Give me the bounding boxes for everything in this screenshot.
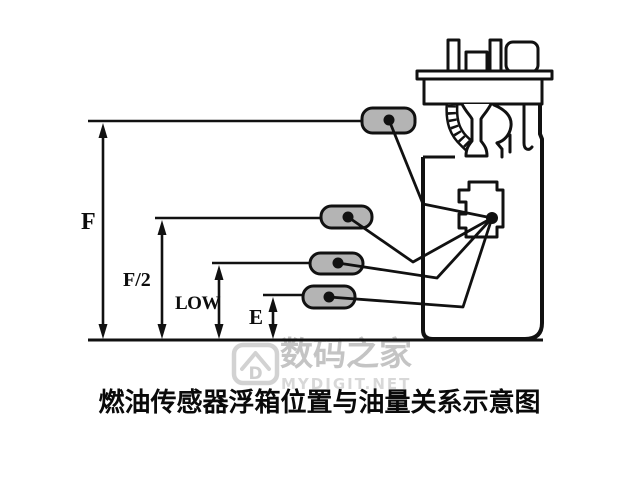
arrow-head-up-icon (214, 265, 224, 280)
arrow-head-up-icon (268, 297, 278, 312)
arrow-head-up-icon (98, 123, 108, 138)
float-pivot-dot (323, 291, 335, 303)
level-label-f: F (81, 209, 96, 235)
float-pivot-dot (383, 114, 395, 126)
watermark-domain-text: MYDIGIT.NET (281, 375, 412, 393)
pump-upper-body (422, 77, 544, 106)
arrow-head-down-icon (214, 324, 224, 339)
pump-inlet-icon (492, 103, 534, 159)
arrow-head-down-icon (98, 324, 108, 339)
float-pivot-dot (342, 211, 354, 223)
sender-pivot-dot (486, 212, 498, 224)
float-positions (301, 106, 498, 310)
level-label-f2: F/2 (123, 269, 151, 291)
float-link-line-2 (337, 217, 494, 280)
measurement-arrows (88, 119, 543, 342)
float-link-line-0 (387, 119, 493, 220)
level-label-low: LOW (175, 293, 220, 314)
watermark-brand-text: 数码之家 (280, 334, 412, 373)
arrow-head-down-icon (268, 324, 278, 339)
arrow-head-up-icon (157, 220, 167, 235)
float-link-line-3 (328, 217, 494, 309)
watermark-logo-icon: D (231, 342, 280, 386)
watermark-logo-letter: D (248, 364, 262, 384)
float-link-line-1 (347, 215, 493, 264)
level-label-e: E (249, 305, 264, 329)
pump-valve-icon (460, 103, 493, 158)
float-pivot-dot (332, 257, 344, 269)
diagram-caption: 燃油传感器浮箱位置与油量关系示意图 (98, 388, 541, 417)
arrow-head-down-icon (157, 324, 167, 339)
